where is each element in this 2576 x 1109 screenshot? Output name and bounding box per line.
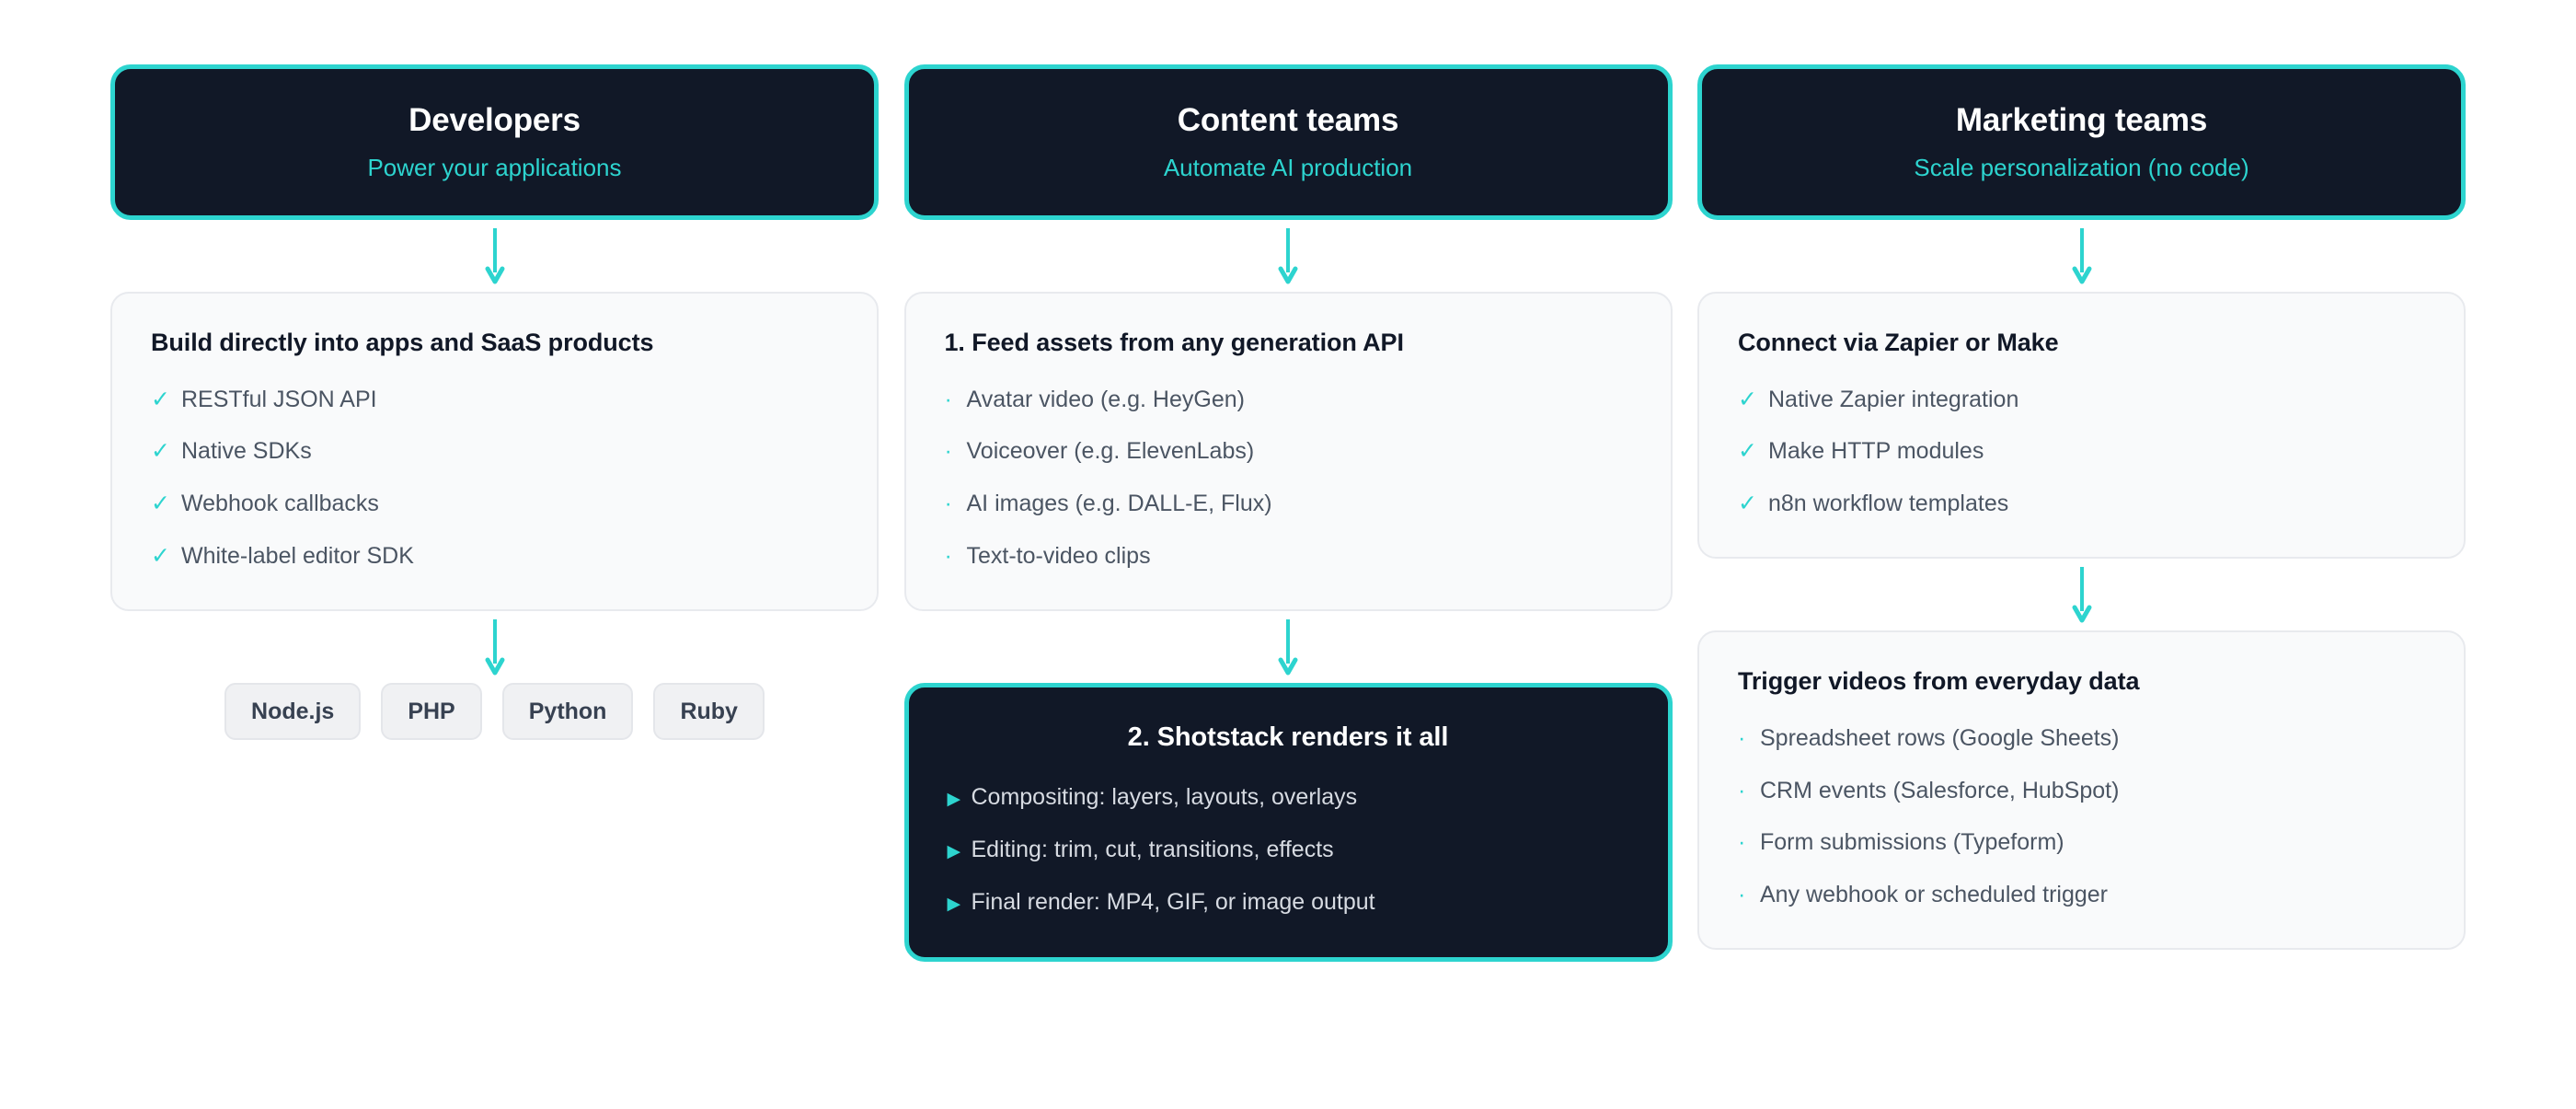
dot-bullet-icon: ·: [944, 438, 952, 465]
check-icon: ✓: [1738, 386, 1757, 412]
panel-trigger-videos: Trigger videos from everyday data · Spre…: [1697, 630, 2466, 950]
list-item-label: Text-to-video clips: [966, 542, 1151, 569]
panel-heading: 2. Shotstack renders it all: [1127, 722, 1449, 752]
column-content-teams: Content teams Automate AI production 1. …: [903, 64, 1673, 962]
arrow-down-icon: [904, 220, 1673, 292]
header-card-subtitle: Power your applications: [367, 153, 622, 181]
badge-nodejs[interactable]: Node.js: [224, 682, 362, 741]
list-item-label: Any webhook or scheduled trigger: [1760, 882, 2109, 908]
list-item: ✓ White-label editor SDK: [151, 541, 838, 572]
panel-heading: 1. Feed assets from any generation API: [944, 328, 1404, 356]
header-card-subtitle: Scale personalization (no code): [1914, 153, 2249, 181]
list-item-label: n8n workflow templates: [1768, 491, 2009, 517]
list-item-label: Webhook callbacks: [181, 491, 379, 517]
panel-build-into-apps: Build directly into apps and SaaS produc…: [110, 291, 879, 611]
panel-connect-zapier-make: Connect via Zapier or Make ✓ Native Zapi…: [1697, 291, 2466, 559]
list-item: ✓ n8n workflow templates: [1738, 489, 2425, 520]
feature-list: ▶ Compositing: layers, layouts, overlays…: [948, 782, 1629, 918]
list-item-label: Compositing: layers, layouts, overlays: [971, 784, 1358, 811]
list-item: ✓ Native SDKs: [151, 436, 838, 468]
dot-bullet-icon: ·: [1738, 882, 1746, 908]
panel-heading: Build directly into apps and SaaS produc…: [151, 328, 654, 356]
list-item: · Voiceover (e.g. ElevenLabs): [945, 436, 1632, 468]
list-item: · Spreadsheet rows (Google Sheets): [1738, 723, 2425, 755]
list-item: ▶ Editing: trim, cut, transitions, effec…: [948, 835, 1629, 866]
badge-ruby[interactable]: Ruby: [653, 682, 765, 741]
check-icon: ✓: [151, 438, 170, 465]
badge-php[interactable]: PHP: [381, 682, 482, 741]
list-item: · Text-to-video clips: [945, 541, 1632, 572]
list-item-label: Form submissions (Typeform): [1760, 829, 2064, 856]
feature-list: · Spreadsheet rows (Google Sheets) · CRM…: [1738, 723, 2425, 911]
dot-bullet-icon: ·: [944, 386, 952, 412]
header-card-marketing-teams[interactable]: Marketing teams Scale personalization (n…: [1697, 64, 2466, 220]
feature-list: · Avatar video (e.g. HeyGen) · Voiceover…: [945, 385, 1632, 572]
panel-shotstack-renders[interactable]: 2. Shotstack renders it all ▶ Compositin…: [903, 682, 1673, 962]
list-item-label: Native SDKs: [181, 438, 312, 465]
header-card-title: Marketing teams: [1955, 102, 2208, 138]
check-icon: ✓: [151, 491, 170, 517]
dot-bullet-icon: ·: [1738, 777, 1746, 803]
list-item: ▶ Compositing: layers, layouts, overlays: [948, 782, 1629, 814]
check-icon: ✓: [151, 542, 170, 569]
list-item: · Avatar video (e.g. HeyGen): [945, 385, 1632, 416]
check-icon: ✓: [151, 386, 170, 412]
check-icon: ✓: [1738, 491, 1757, 517]
list-item-label: Native Zapier integration: [1768, 386, 2019, 412]
panel-heading: Connect via Zapier or Make: [1738, 328, 2059, 356]
list-item-label: Editing: trim, cut, transitions, effects: [971, 837, 1334, 863]
list-item: ✓ Webhook callbacks: [151, 489, 838, 520]
list-item-label: RESTful JSON API: [181, 386, 377, 412]
list-item: ✓ RESTful JSON API: [151, 385, 838, 416]
triangle-bullet-icon: ▶: [947, 894, 961, 914]
triangle-bullet-icon: ▶: [947, 842, 961, 862]
list-item: · CRM events (Salesforce, HubSpot): [1738, 776, 2425, 807]
dot-bullet-icon: ·: [944, 542, 952, 569]
dot-bullet-icon: ·: [944, 491, 952, 517]
header-card-content-teams[interactable]: Content teams Automate AI production: [903, 64, 1673, 220]
sdk-badge-row: Node.js PHP Python Ruby: [110, 682, 879, 741]
list-item: ✓ Native Zapier integration: [1738, 385, 2425, 416]
badge-python[interactable]: Python: [501, 682, 634, 741]
column-developers: Developers Power your applications Build…: [110, 64, 879, 741]
list-item-label: Avatar video (e.g. HeyGen): [966, 386, 1245, 412]
feature-list: ✓ RESTful JSON API ✓ Native SDKs ✓ Webho…: [151, 385, 838, 572]
list-item: ✓ Make HTTP modules: [1738, 436, 2425, 468]
list-item: · AI images (e.g. DALL-E, Flux): [945, 489, 1632, 520]
list-item: ▶ Final render: MP4, GIF, or image outpu…: [948, 887, 1629, 918]
check-icon: ✓: [1738, 438, 1757, 465]
column-marketing-teams: Marketing teams Scale personalization (n…: [1697, 64, 2466, 950]
panel-heading: Trigger videos from everyday data: [1738, 666, 2140, 695]
dot-bullet-icon: ·: [1738, 724, 1746, 751]
list-item-label: White-label editor SDK: [181, 542, 414, 569]
dot-bullet-icon: ·: [1738, 829, 1746, 856]
panel-feed-assets: 1. Feed assets from any generation API ·…: [903, 291, 1673, 611]
header-card-developers[interactable]: Developers Power your applications: [110, 64, 879, 220]
header-card-title: Content teams: [1177, 102, 1399, 138]
triangle-bullet-icon: ▶: [947, 790, 961, 810]
list-item-label: Make HTTP modules: [1768, 438, 1984, 465]
list-item-label: AI images (e.g. DALL-E, Flux): [966, 491, 1272, 517]
arrow-down-icon: [1697, 220, 2466, 292]
feature-list: ✓ Native Zapier integration ✓ Make HTTP …: [1738, 385, 2425, 520]
list-item-label: Voiceover (e.g. ElevenLabs): [966, 438, 1255, 465]
header-card-subtitle: Automate AI production: [1163, 153, 1413, 181]
arrow-down-icon: [110, 611, 879, 683]
list-item: · Form submissions (Typeform): [1738, 827, 2425, 859]
list-item-label: Spreadsheet rows (Google Sheets): [1760, 724, 2120, 751]
arrow-down-icon: [110, 220, 879, 292]
list-item-label: Final render: MP4, GIF, or image output: [971, 888, 1375, 915]
list-item: · Any webhook or scheduled trigger: [1738, 880, 2425, 911]
list-item-label: CRM events (Salesforce, HubSpot): [1760, 777, 2120, 803]
arrow-down-icon: [904, 611, 1673, 683]
arrow-down-icon: [1697, 559, 2466, 630]
header-card-title: Developers: [408, 102, 581, 138]
